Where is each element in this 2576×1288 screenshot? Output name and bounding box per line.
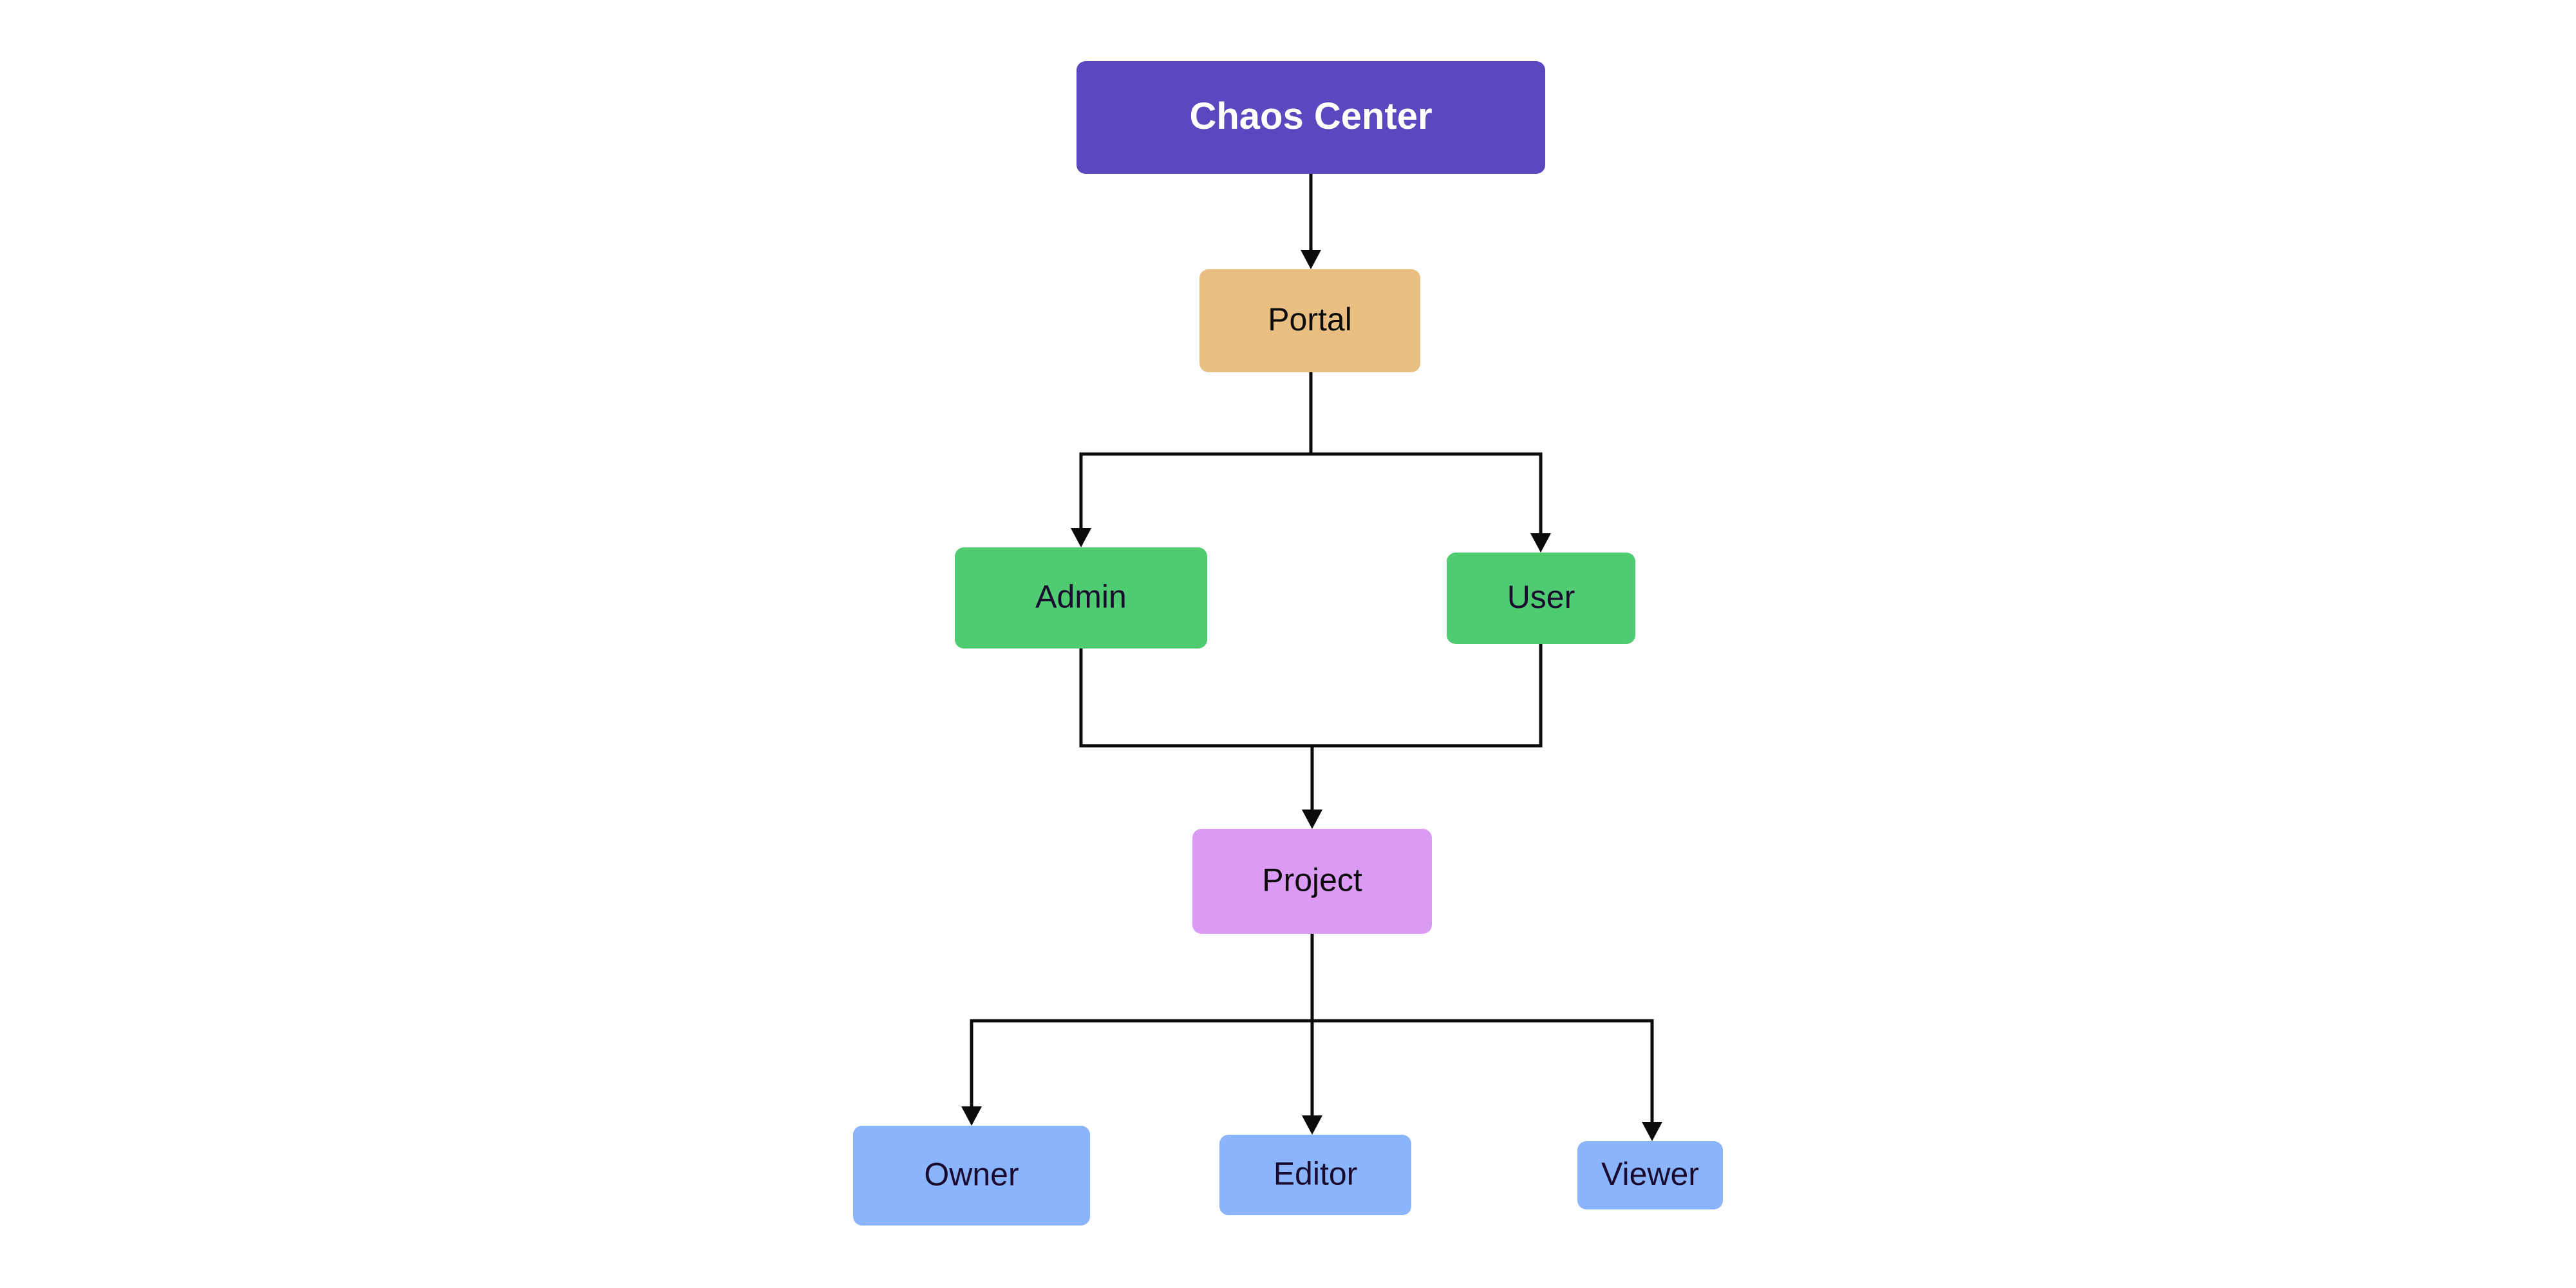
node-shape-editor[interactable] bbox=[1219, 1135, 1411, 1215]
node-viewer[interactable]: Viewer bbox=[1577, 1141, 1723, 1209]
node-portal[interactable]: Portal bbox=[1199, 269, 1420, 372]
node-label-admin: Admin bbox=[1035, 579, 1127, 615]
edge-project-to-viewer bbox=[1310, 934, 1662, 1141]
edge-portal-to-user bbox=[1309, 372, 1551, 553]
node-shape-chaos-center[interactable] bbox=[1076, 61, 1545, 174]
node-shape-project[interactable] bbox=[1192, 829, 1432, 934]
node-label-user: User bbox=[1507, 579, 1575, 615]
edges-layer bbox=[961, 174, 1662, 1141]
node-user[interactable]: User bbox=[1447, 553, 1635, 644]
node-shape-viewer[interactable] bbox=[1577, 1141, 1723, 1209]
node-shape-user[interactable] bbox=[1447, 553, 1635, 644]
arrowhead-icon bbox=[1642, 1122, 1662, 1141]
edge-line bbox=[1079, 649, 1314, 817]
node-admin[interactable]: Admin bbox=[955, 547, 1207, 649]
edge-line bbox=[1079, 372, 1313, 536]
edge-user-to-project bbox=[1302, 644, 1543, 829]
node-shape-admin[interactable] bbox=[955, 547, 1207, 649]
arrowhead-icon bbox=[961, 1106, 982, 1126]
node-shape-portal[interactable] bbox=[1199, 269, 1420, 372]
edge-line bbox=[1310, 644, 1543, 817]
arrowhead-icon bbox=[1302, 810, 1322, 829]
arrowhead-icon bbox=[1530, 533, 1551, 553]
node-label-project: Project bbox=[1262, 862, 1362, 898]
arrowhead-icon bbox=[1302, 1115, 1322, 1135]
edge-portal-to-admin bbox=[1071, 372, 1313, 547]
edge-line bbox=[970, 934, 1314, 1114]
node-label-portal: Portal bbox=[1268, 301, 1352, 337]
edge-admin-to-project bbox=[1079, 649, 1322, 829]
edge-chaos-center-to-portal bbox=[1301, 174, 1321, 269]
node-label-owner: Owner bbox=[924, 1157, 1019, 1193]
edge-project-to-owner bbox=[961, 934, 1314, 1126]
node-shape-owner[interactable] bbox=[853, 1126, 1090, 1226]
node-label-viewer: Viewer bbox=[1601, 1156, 1699, 1192]
node-label-editor: Editor bbox=[1274, 1156, 1358, 1192]
node-label-chaos-center: Chaos Center bbox=[1189, 95, 1432, 137]
node-project[interactable]: Project bbox=[1192, 829, 1432, 934]
node-editor[interactable]: Editor bbox=[1219, 1135, 1411, 1215]
arrowhead-icon bbox=[1071, 528, 1091, 547]
arrowhead-icon bbox=[1301, 250, 1321, 269]
edge-line bbox=[1310, 934, 1654, 1130]
edge-line bbox=[1309, 372, 1543, 541]
node-chaos-center[interactable]: Chaos Center bbox=[1076, 61, 1545, 174]
node-owner[interactable]: Owner bbox=[853, 1126, 1090, 1226]
